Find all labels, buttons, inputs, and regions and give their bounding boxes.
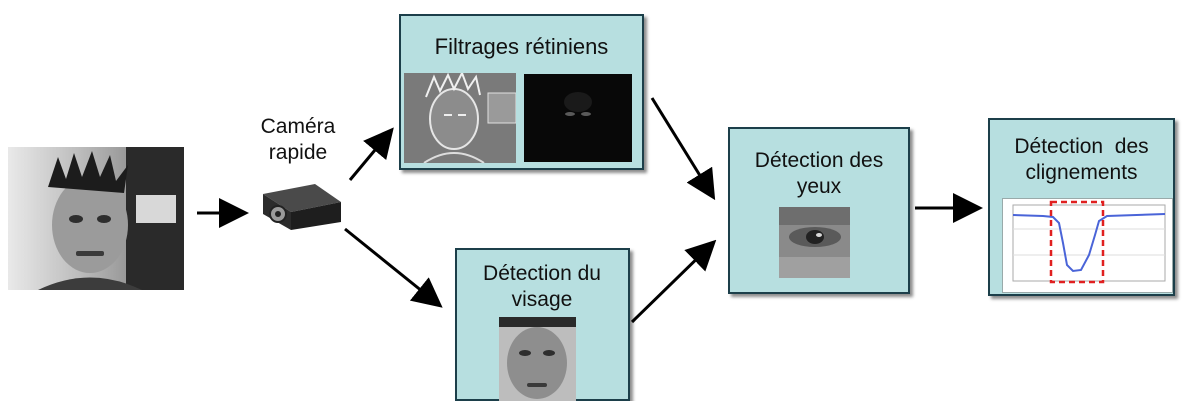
blink-highlight-box: [1049, 200, 1105, 284]
node-filtrages-label: Filtrages rétiniens: [434, 34, 609, 59]
retina-dark-image: [524, 74, 632, 162]
arrow-filtrages-to-yeux: [650, 97, 716, 201]
arrow-camera-to-visage: [344, 227, 443, 308]
node-visage-label: Détection du visage: [483, 262, 601, 311]
camera-label: Caméra rapide: [260, 115, 336, 164]
face-crop-image: [499, 317, 576, 401]
eye-crop-image: [779, 207, 850, 278]
camera-icon: [253, 182, 345, 235]
arrow-camera-to-filtrages: [348, 127, 394, 181]
input-face-photo: [8, 147, 184, 290]
blink-signal-plot: [1002, 198, 1173, 293]
node-clignements-label: Détection des clignements: [1014, 135, 1155, 184]
node-yeux-label: Détection des yeux: [754, 149, 884, 198]
arrow-visage-to-yeux: [630, 239, 717, 324]
retina-filter-image: [404, 73, 516, 163]
